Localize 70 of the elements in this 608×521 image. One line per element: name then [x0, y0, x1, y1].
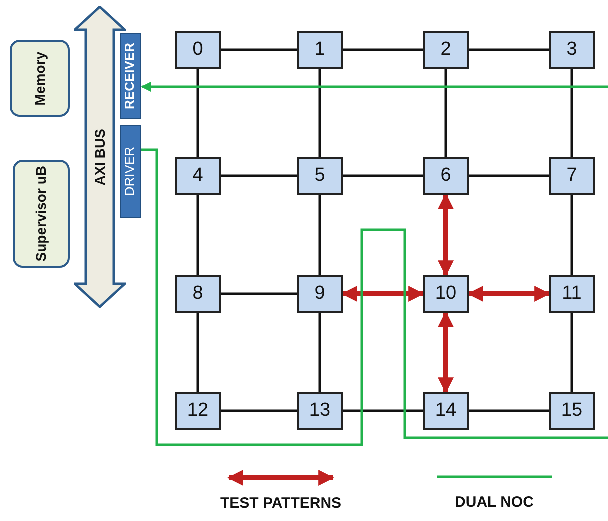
router-node [549, 275, 595, 313]
node-number: 9 [314, 283, 326, 305]
port-block [120, 125, 141, 218]
link-line [343, 174, 423, 178]
link-line [221, 174, 297, 178]
router-node [423, 157, 469, 195]
block-label: DRIVER [123, 146, 138, 196]
node-number: 13 [309, 400, 331, 422]
link-line [570, 69, 574, 157]
link-line [196, 313, 200, 392]
block-label: RECEIVER [123, 42, 138, 110]
block-label: Memory [32, 52, 48, 106]
node-number: 14 [435, 400, 457, 422]
router-node [297, 157, 343, 195]
link-line [318, 313, 322, 392]
router-node [297, 275, 343, 313]
link-line [343, 410, 423, 412]
node-number: 0 [192, 39, 204, 61]
double-arrow [341, 286, 425, 302]
double-arrow [467, 286, 551, 302]
router-node [175, 275, 221, 313]
link-line [141, 148, 608, 446]
link-line [196, 69, 200, 157]
memory-block [10, 40, 70, 117]
arrow [141, 82, 608, 92]
bus-arrow [74, 6, 126, 308]
double-arrow [438, 311, 454, 394]
router-node [423, 275, 469, 313]
router-node [549, 31, 595, 69]
link-line [221, 292, 297, 296]
router-node [175, 392, 221, 430]
link-line [221, 410, 297, 412]
legend-label: TEST PATTERNS [219, 495, 343, 512]
router-node [423, 31, 469, 69]
router-node [297, 392, 343, 430]
port-block [120, 33, 141, 119]
node-number: 11 [562, 283, 582, 305]
node-number: 3 [566, 39, 578, 61]
link-line [343, 48, 423, 52]
link-line [318, 195, 322, 275]
node-number: 1 [314, 39, 326, 61]
router-node [175, 157, 221, 195]
router-node [175, 31, 221, 69]
link-line [570, 313, 574, 392]
link-line [444, 69, 448, 157]
router-node [423, 392, 469, 430]
router-node [549, 392, 595, 430]
block-label: Supervisor uB [33, 166, 50, 262]
node-number: 15 [561, 400, 583, 422]
link-line [570, 195, 574, 275]
node-number: 2 [440, 39, 452, 61]
double-arrow [438, 193, 454, 277]
link-line [469, 174, 549, 178]
node-number: 4 [192, 165, 204, 187]
node-number: 7 [566, 165, 578, 187]
memory-block [13, 160, 70, 268]
node-number: 8 [192, 283, 204, 305]
node-number: 10 [435, 283, 457, 305]
link-line [469, 48, 549, 52]
block-label: AXI BUS [92, 128, 108, 186]
node-number: 5 [314, 165, 326, 187]
router-node [549, 157, 595, 195]
link-line [221, 48, 297, 52]
node-number: 6 [440, 165, 452, 187]
legend-label: DUAL NOC [454, 494, 535, 511]
router-node [297, 31, 343, 69]
link-line [469, 410, 549, 412]
link-line [318, 69, 322, 157]
node-number: 12 [187, 400, 209, 422]
link-line [196, 195, 200, 275]
